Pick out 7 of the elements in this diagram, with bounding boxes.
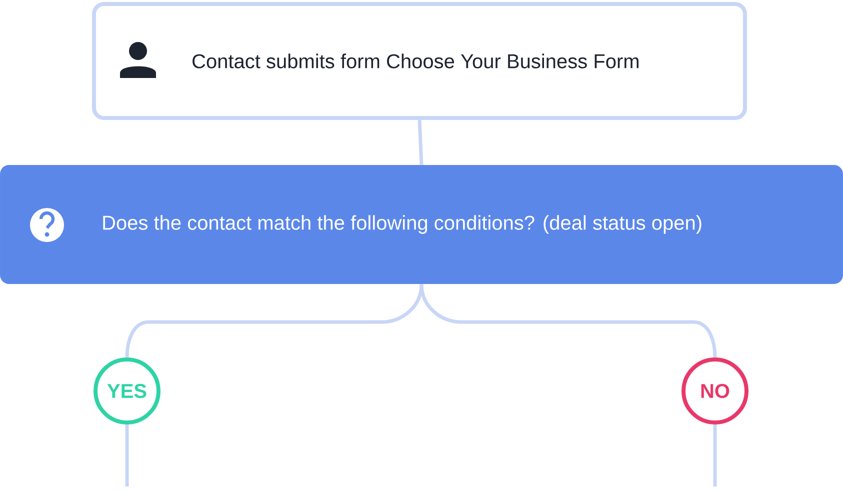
connector-line [418,120,424,165]
connector-line [125,424,129,486]
connector-line [713,424,717,486]
connector-line [420,284,717,358]
decision-band: Does the contact match the following conditions? (deal status open) [0,165,843,284]
process-box: Contact submits form Choose Your Business Form [92,2,747,120]
connector-line [125,284,424,358]
